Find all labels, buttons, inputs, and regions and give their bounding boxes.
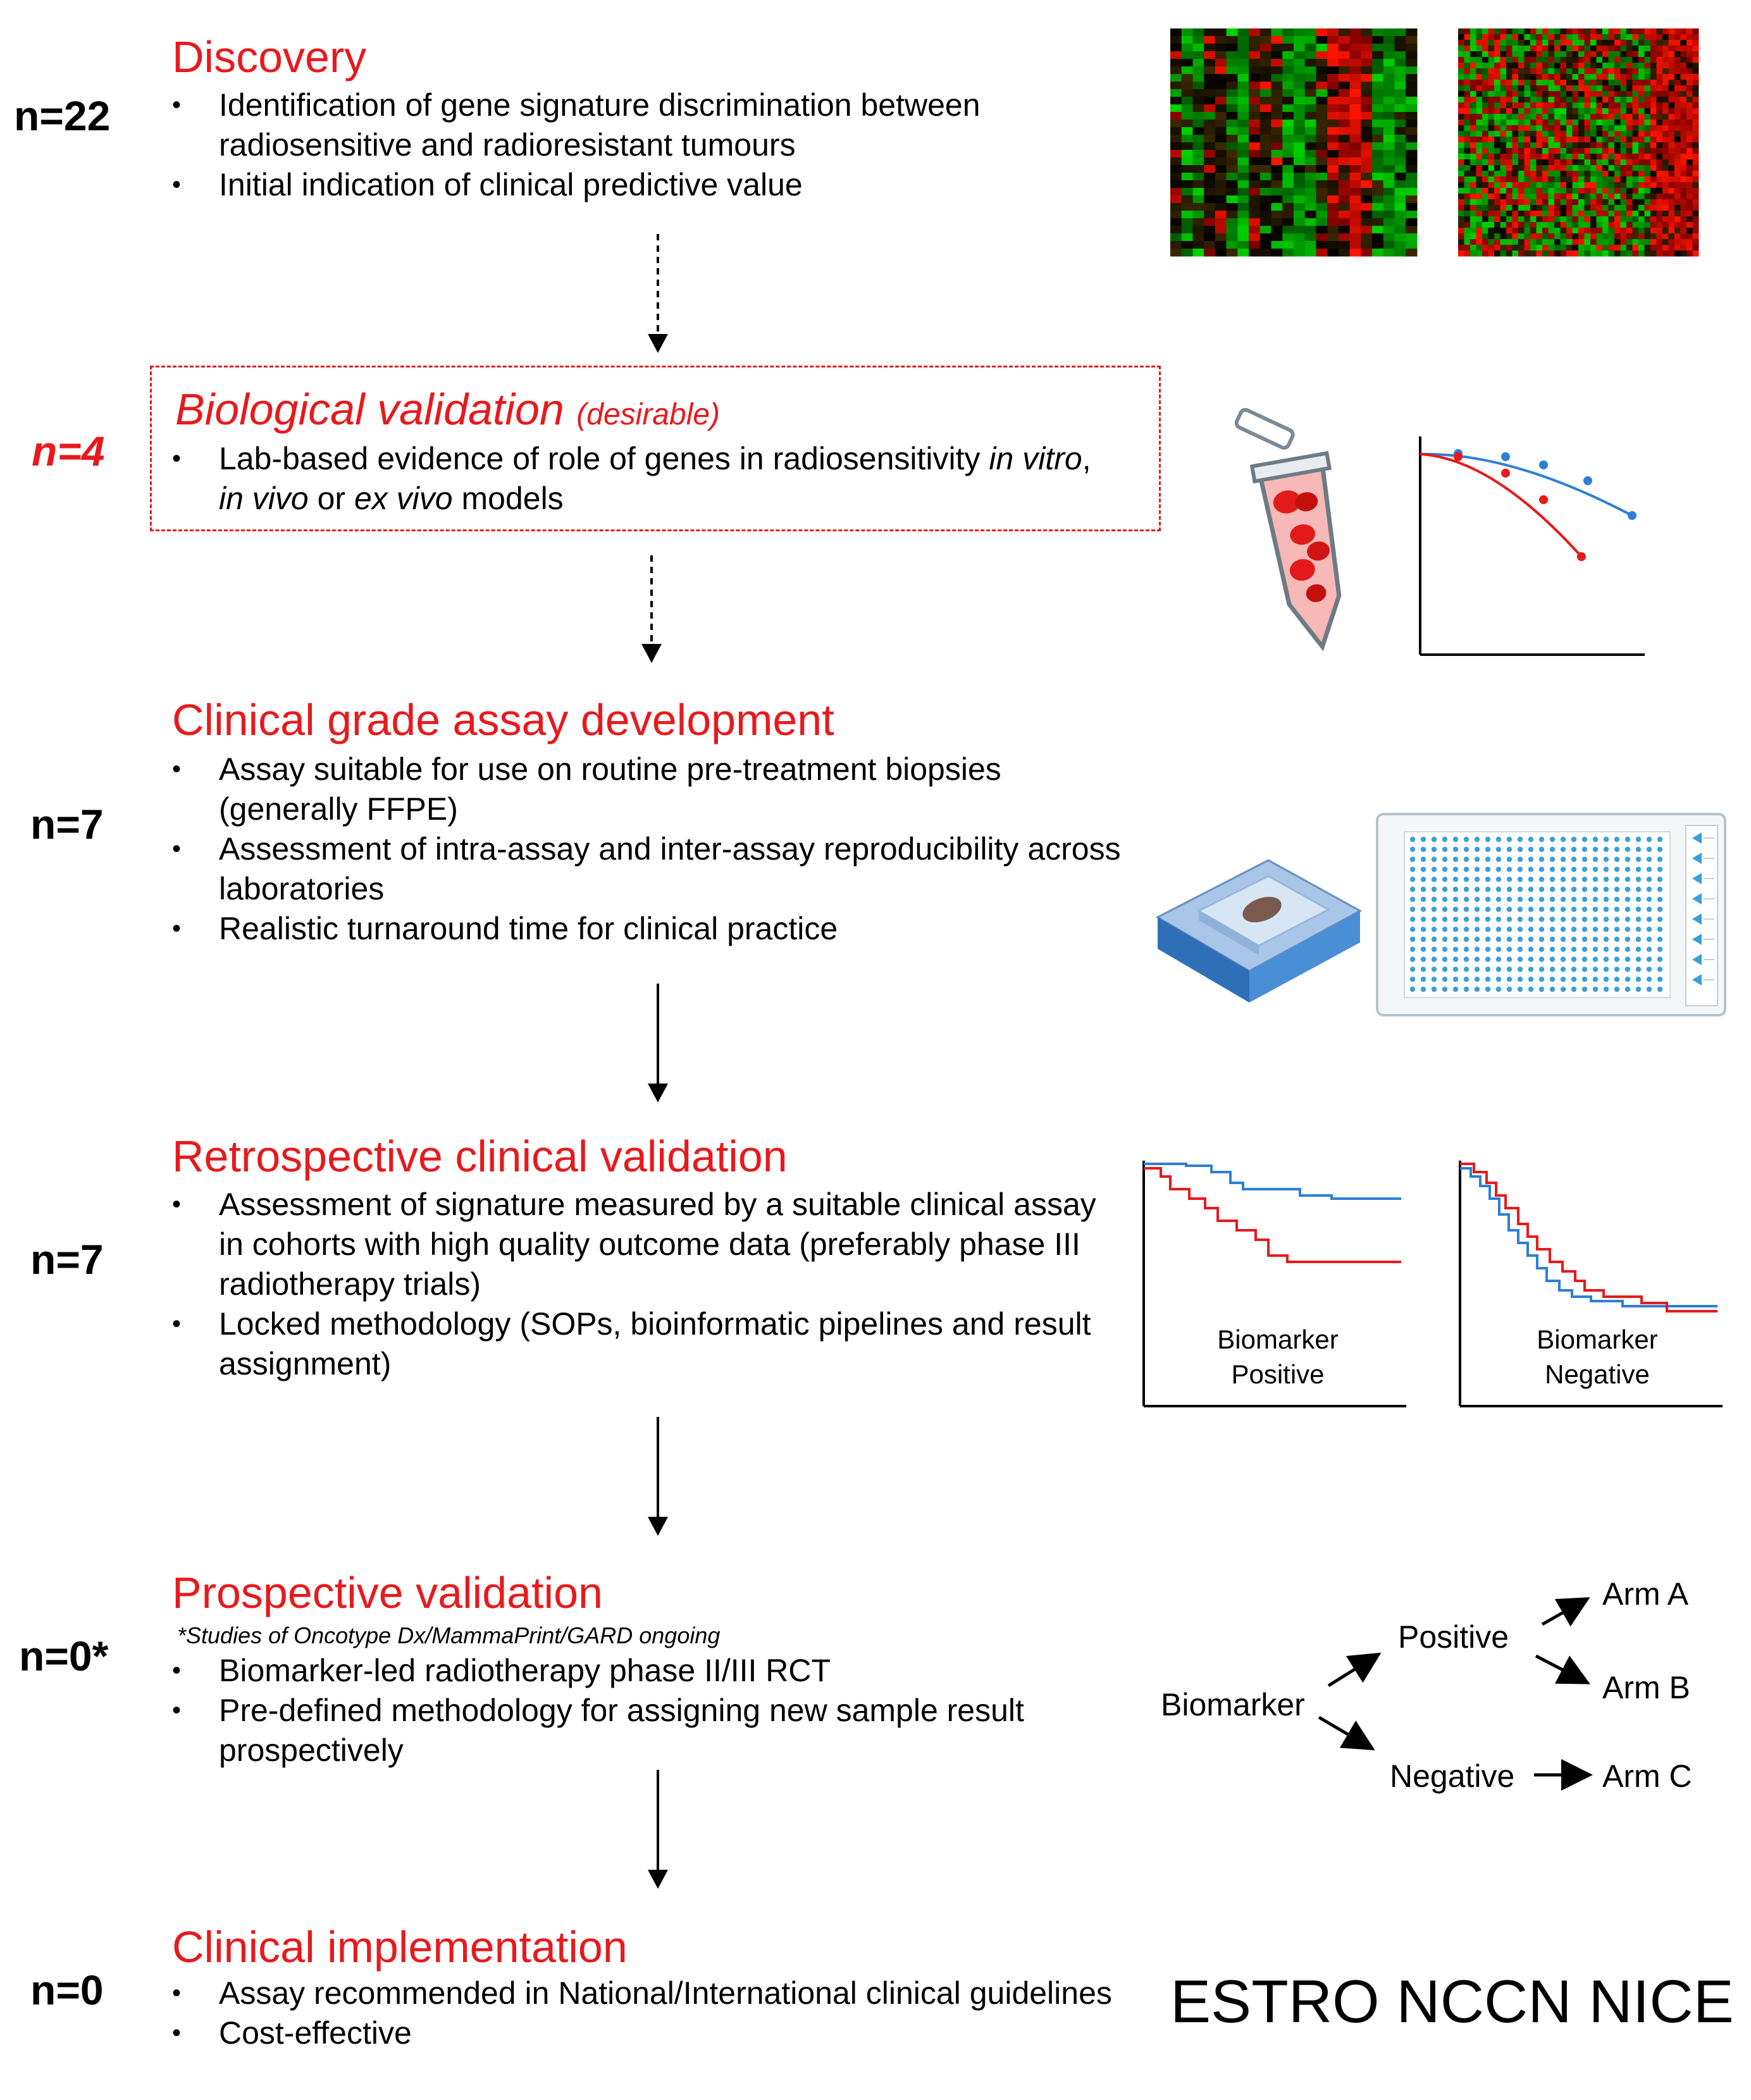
bullet: Locked methodology (SOPs, bioinformatic … [172, 1304, 1121, 1384]
bullet: Lab-based evidence of role of genes in r… [172, 439, 1096, 519]
bullet: Assessment of signature measured by a su… [172, 1185, 1121, 1304]
stage-bullets: Biomarker-led radiotherapy phase II/III … [172, 1651, 1121, 1770]
tree-root: Biomarker [1161, 1687, 1305, 1722]
stage-title-discovery: Discovery [172, 32, 367, 82]
stage-title-text: Biological validation [175, 385, 564, 434]
assay-plate-icon [1376, 813, 1726, 1016]
tree-arm-a: Arm A [1602, 1576, 1689, 1612]
tree-negative: Negative [1390, 1758, 1515, 1794]
dashed-arrow [641, 555, 662, 663]
stage-count: n=7 [30, 1236, 104, 1283]
bullet: Assay recommended in National/Internatio… [172, 1973, 1121, 2013]
km-chart-positive [1142, 1161, 1406, 1407]
bullet: Assessment of intra-assay and inter-assa… [172, 829, 1121, 909]
km-chart-negative [1459, 1161, 1723, 1407]
stage-bullets: Assessment of signature measured by a su… [172, 1185, 1121, 1384]
tube-icon [1234, 407, 1342, 652]
bullet: Initial indication of clinical predictiv… [172, 165, 1121, 205]
survival-curve-chart [1419, 436, 1645, 656]
stage-count: n=0 [30, 1967, 104, 2013]
arrow [648, 1770, 668, 1889]
heatmap-image-1 [1170, 28, 1418, 257]
arrow [648, 984, 668, 1102]
dashed-arrow [648, 234, 668, 353]
stage-count: n=0* [19, 1633, 109, 1679]
stage-bullets: Assay recommended in National/Internatio… [172, 1973, 1121, 2053]
tree-positive: Positive [1398, 1619, 1509, 1655]
bullet: Identification of gene signature discrim… [172, 85, 1121, 165]
stage-title-retrospective-validation: Retrospective clinical validation [172, 1132, 788, 1181]
stage-bullets: Lab-based evidence of role of genes in r… [172, 439, 1096, 519]
guideline-bodies: ESTRO NCCN NICE [1170, 1968, 1734, 2035]
stage-count: n=7 [30, 801, 104, 848]
km-chart-negative-label: Biomarker Negative [1537, 1325, 1658, 1389]
stage-bullets: Identification of gene signature discrim… [172, 85, 1121, 205]
stage-note: *Studies of Oncotype Dx/MammaPrint/GARD … [177, 1622, 721, 1648]
km-chart-positive-label: Biomarker Positive [1217, 1325, 1339, 1389]
bullet: Realistic turnaround time for clinical p… [172, 909, 1121, 949]
bullet: Biomarker-led radiotherapy phase II/III … [172, 1651, 1121, 1691]
stage-title-biological-validation: Biological validation (desirable) [175, 387, 720, 431]
stage-title-clinical-implementation: Clinical implementation [172, 1922, 628, 1972]
stage-count: n=22 [14, 92, 111, 139]
stage-title-prospective-validation: Prospective validation [172, 1568, 603, 1617]
desirable-stage-box [150, 366, 1161, 531]
bullet: Pre-defined methodology for assigning ne… [172, 1691, 1121, 1770]
heatmap-image-2 [1458, 28, 1699, 257]
stage-title-note: (desirable) [576, 398, 721, 431]
bullet: Cost-effective [172, 2013, 1121, 2053]
slide-block-icon [1155, 859, 1363, 1003]
bullet: Assay suitable for use on routine pre-tr… [172, 750, 1121, 829]
stage-bullets: Assay suitable for use on routine pre-tr… [172, 750, 1121, 949]
stage-count: n=4 [32, 428, 105, 474]
tree-arm-c: Arm C [1602, 1758, 1692, 1794]
stage-title-assay-development: Clinical grade assay development [172, 695, 834, 744]
arrow [648, 1417, 668, 1536]
tree-arm-b: Arm B [1602, 1670, 1690, 1705]
